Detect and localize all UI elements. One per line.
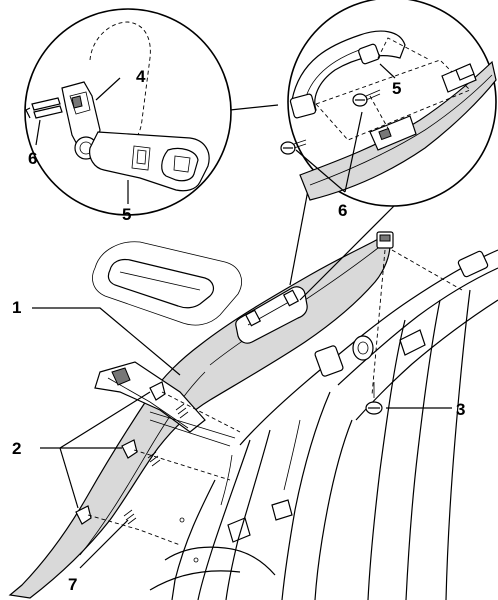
callout-6-right: 6 — [338, 201, 347, 220]
detail-circle-right — [280, 0, 497, 207]
callout-2: 2 — [12, 439, 21, 458]
screw-part-3 — [365, 249, 463, 415]
callout-3: 3 — [456, 400, 465, 419]
callout-5-left: 5 — [122, 205, 131, 224]
screw-right-lower — [280, 139, 307, 155]
car-body-outline — [149, 249, 498, 600]
grab-handle-left — [89, 131, 210, 192]
zoom-connectors — [229, 104, 401, 301]
clip-middle — [121, 439, 138, 459]
mount-boss — [352, 335, 374, 361]
callout-1: 1 — [12, 298, 21, 317]
callout-6-left: 6 — [28, 149, 37, 168]
callout-7: 7 — [68, 575, 77, 594]
callout-leaders — [32, 307, 452, 569]
callout-4: 4 — [136, 67, 146, 86]
callout-5-right: 5 — [392, 79, 401, 98]
roof-handle-recess — [92, 241, 242, 326]
clip-lower — [75, 505, 92, 525]
screw-right-upper — [352, 89, 381, 107]
detail-circle-left — [24, 8, 232, 216]
pillar-trim — [8, 231, 394, 599]
bracket — [314, 345, 344, 377]
